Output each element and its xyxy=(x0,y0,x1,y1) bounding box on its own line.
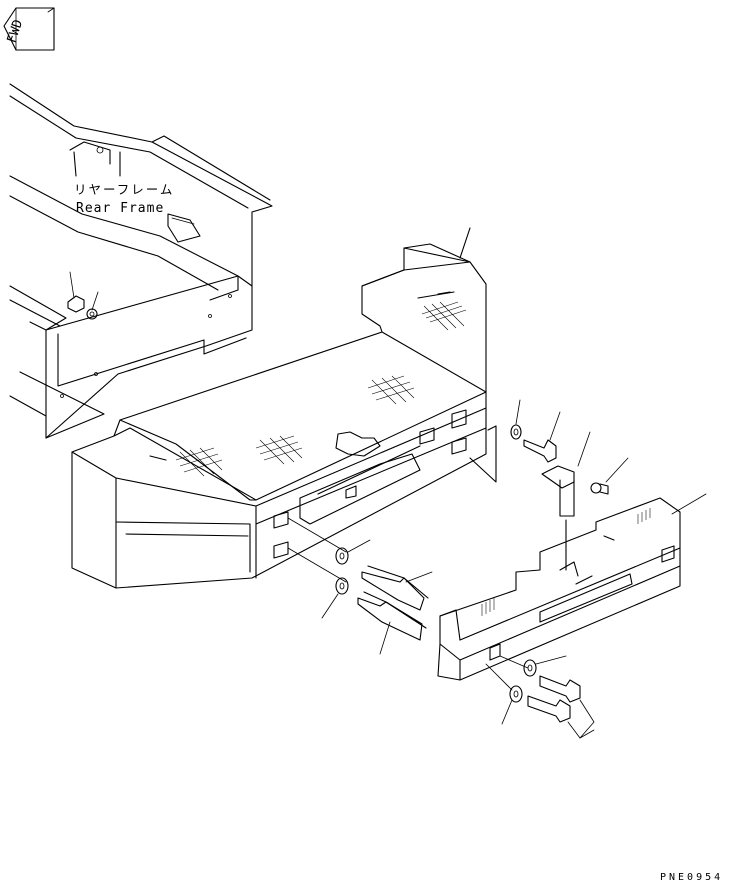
frame-nut-washer xyxy=(67,271,99,320)
fwd-label: FWD xyxy=(5,18,27,45)
lower-fasteners xyxy=(501,655,595,739)
assembly-lines xyxy=(287,517,529,691)
upper-right-fasteners xyxy=(510,399,629,571)
counterweight xyxy=(71,227,497,589)
fwd-arrow-icon: FWD xyxy=(3,7,55,51)
grip-pattern-top xyxy=(175,301,467,477)
lower-counterweight xyxy=(437,493,707,681)
rear-frame-label-jp: リヤーフレーム xyxy=(74,182,174,197)
rear-frame: リヤーフレーム Rear Frame xyxy=(9,83,273,439)
drawing-code: PNE0954 xyxy=(660,872,723,883)
pins-middle xyxy=(321,539,433,655)
rear-frame-label-en: Rear Frame xyxy=(76,201,164,216)
